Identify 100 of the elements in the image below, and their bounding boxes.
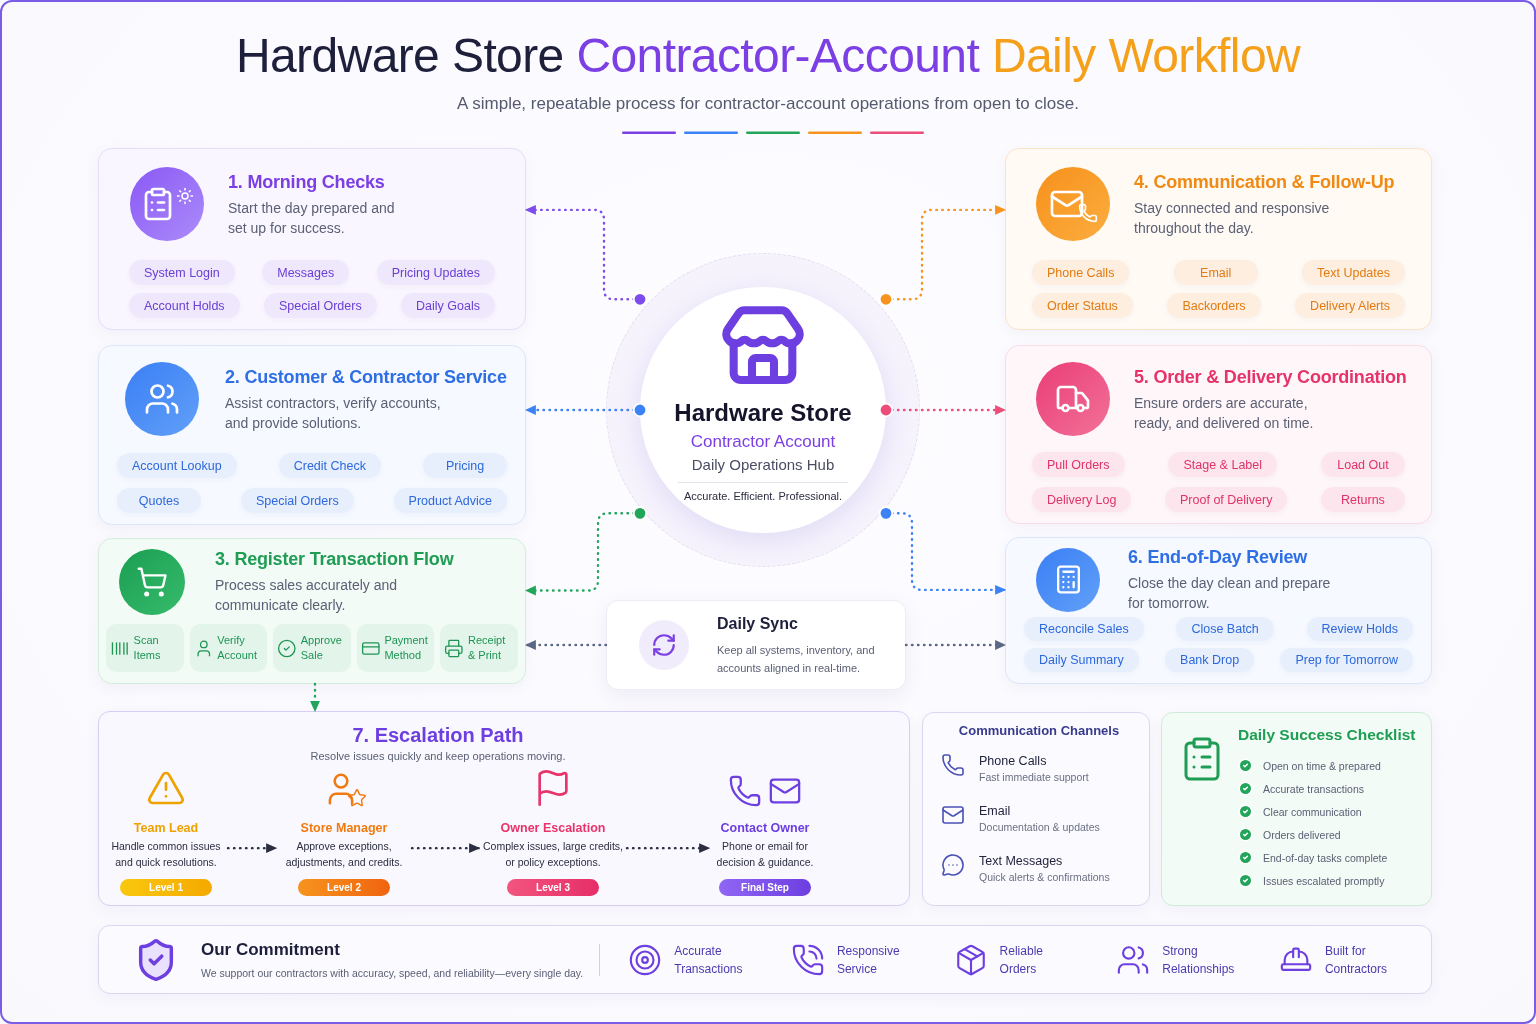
hub-title: Hardware Store	[674, 399, 852, 427]
escalation-title: 7. Escalation Path	[352, 723, 524, 747]
step-title: 6. End-of-Day Review	[1128, 546, 1309, 568]
value-label: Responsive Service	[836, 942, 901, 978]
commitment-text: We support our contractors with accuracy, speed, and reliability—every single day.	[201, 965, 584, 980]
level-badge: Level 2	[298, 879, 390, 896]
connector-arrow	[524, 640, 608, 650]
level-role: Owner Escalation	[500, 820, 606, 836]
step-label: Approve Sale	[300, 633, 343, 663]
connector-arrow	[878, 506, 1007, 595]
checklist-item: Open on time & prepared	[1263, 758, 1381, 773]
page-title: Hardware Store Contractor-Account Daily Workflow	[235, 28, 1301, 84]
task-tag: Review Holds	[1306, 617, 1413, 641]
level-description: Phone or email for decision & guidance.	[715, 839, 815, 870]
step-description: Stay connected and responsive throughout the day.	[1134, 198, 1331, 238]
checklist-heading: Daily Success Checklist	[1238, 725, 1416, 745]
level-description: Complex issues, large credits, or policy exceptions.	[481, 839, 625, 870]
task-tag: Phone Calls	[1032, 260, 1130, 285]
connector-arrow	[524, 506, 648, 596]
step-card	[1005, 148, 1432, 330]
sync-description: Keep all systems, inventory, and accounts aligned in real-time.	[717, 642, 876, 676]
connector-arrow	[524, 402, 648, 418]
task-tag: Text Updates	[1302, 260, 1405, 285]
task-tag: Account Lookup	[117, 453, 237, 478]
task-tag: Product Advice	[393, 488, 507, 513]
task-tag: Daily Goals	[401, 293, 495, 318]
escalation-panel	[98, 711, 910, 906]
step-label: Receipt & Print	[467, 633, 507, 663]
step-label: Verify Account	[217, 633, 258, 663]
sync-card	[606, 600, 906, 690]
checklist-panel	[1161, 712, 1432, 906]
escalation-subtitle: Resolve issues quickly and keep operations moving.	[310, 749, 566, 763]
connector-arrow	[878, 402, 1007, 418]
step-title: 5. Order & Delivery Coordination	[1134, 365, 1407, 388]
step-title: 1. Morning Checks	[228, 170, 386, 193]
step-description: Assist contractors, verify accounts, and provide solutions.	[225, 393, 442, 433]
process-step	[189, 624, 268, 672]
task-tag: Special Orders	[264, 293, 377, 318]
task-tag: Quotes	[117, 488, 201, 513]
step-card	[98, 148, 526, 330]
connector-arrow	[310, 682, 320, 713]
connector-arrow	[410, 843, 481, 854]
step-title: 3. Register Transaction Flow	[215, 548, 454, 570]
step-title: 2. Customer & Contractor Service	[225, 365, 507, 388]
task-tag: Account Holds	[129, 293, 240, 318]
task-tag: Order Status	[1032, 293, 1133, 318]
task-tag: Email	[1173, 260, 1258, 285]
task-tag: Delivery Alerts	[1295, 293, 1405, 318]
level-role: Team Lead	[133, 820, 199, 836]
channel-name: Phone Calls	[979, 753, 1048, 769]
channel-description: Documentation & updates	[979, 820, 1100, 835]
task-tag: Backorders	[1167, 293, 1261, 318]
channel-name: Text Messages	[979, 853, 1064, 869]
task-tag: Stage & Label	[1168, 452, 1278, 477]
connector-arrow	[904, 640, 1007, 650]
hub-subtitle: Contractor Account	[690, 431, 836, 453]
step-title: 4. Communication & Follow-Up	[1134, 170, 1395, 193]
channel-name: Email	[979, 803, 1012, 819]
task-tag: Pricing	[423, 453, 507, 478]
step-card	[98, 345, 526, 525]
channel-description: Quick alerts & confirmations	[979, 870, 1110, 885]
task-tag: Returns	[1321, 487, 1405, 512]
channels-heading: Communication Channels	[958, 723, 1120, 739]
channels-panel	[922, 712, 1150, 906]
level-badge: Level 1	[120, 879, 212, 896]
step-card	[1005, 345, 1432, 524]
task-tag: Messages	[262, 260, 350, 285]
connector-arrow	[625, 843, 711, 854]
checklist-item: End-of-day tasks complete	[1263, 850, 1388, 865]
task-tag: Bank Drop	[1165, 648, 1255, 672]
commitment-bar	[98, 925, 1432, 994]
level-description: Handle common issues and quick resolutions.	[110, 839, 222, 870]
task-tag: Pricing Updates	[376, 260, 495, 285]
task-tag: Credit Check	[278, 453, 381, 478]
task-tag: Close Batch	[1176, 617, 1274, 641]
page-subtitle: A simple, repeatable process for contractor-account operations from open to close.	[457, 93, 1079, 115]
connector-arrow	[226, 843, 278, 854]
process-step	[273, 624, 351, 672]
hub-description: Daily Operations Hub	[691, 455, 835, 475]
checklist-item: Issues escalated promptly	[1263, 873, 1385, 888]
level-badge: Level 3	[507, 879, 599, 896]
process-step	[356, 624, 435, 672]
task-tag: System Login	[129, 260, 235, 285]
connector-arrow	[878, 204, 1007, 307]
task-tag: Load Out	[1321, 452, 1405, 477]
checklist-item: Accurate transactions	[1263, 781, 1364, 796]
task-tag: Reconcile Sales	[1024, 617, 1144, 641]
checklist-item: Orders delivered	[1263, 827, 1341, 842]
step-card	[98, 538, 526, 684]
value-label: Built for Contractors	[1324, 942, 1388, 978]
task-tag: Special Orders	[240, 488, 354, 513]
task-tag: Delivery Log	[1032, 487, 1132, 512]
step-label: Scan Items	[133, 633, 162, 663]
level-role: Contact Owner	[720, 820, 810, 836]
process-step	[440, 624, 518, 672]
step-description: Process sales accurately and communicate clearly.	[215, 576, 399, 615]
step-card	[1005, 537, 1432, 684]
level-role: Store Manager	[300, 820, 388, 836]
step-description: Ensure orders are accurate, ready, and delivered on time.	[1134, 393, 1315, 433]
level-description: Approve exceptions, adjustments, and credits.	[284, 839, 404, 870]
